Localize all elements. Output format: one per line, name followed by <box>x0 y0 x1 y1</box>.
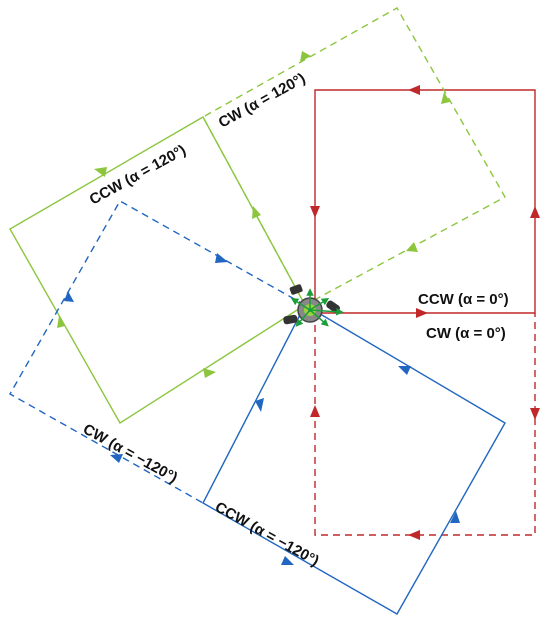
red-ccw-path <box>314 89 536 314</box>
arrow-green-6 <box>441 92 450 104</box>
blue-ccw-path <box>202 304 506 615</box>
label-red-cw: CW (α = 0°) <box>426 325 506 342</box>
three-wheeled-omni-robot-icon <box>283 284 344 327</box>
label-blue-cw: CW (α = −120°) <box>80 421 180 487</box>
arrow-red-2 <box>530 206 540 218</box>
green-cw-path <box>202 7 506 306</box>
arrow-blue-6 <box>450 511 460 523</box>
arrow-blue-4 <box>255 398 264 412</box>
arrow-green-3 <box>57 316 65 328</box>
arrow-blue-5 <box>398 366 411 375</box>
arrow-red-4 <box>310 206 320 218</box>
arrow-red-6 <box>408 530 420 540</box>
label-blue-ccw: CCW (α = −120°) <box>212 499 322 570</box>
arrow-red-7 <box>530 408 540 420</box>
arrow-blue-1 <box>215 253 228 263</box>
label-red-ccw: CCW (α = 0°) <box>418 291 509 308</box>
arrow-red-5 <box>310 405 320 417</box>
arrow-green-4 <box>203 368 216 378</box>
arrow-green-5 <box>300 51 311 62</box>
arrow-blue-2 <box>64 291 74 302</box>
arrow-red-3 <box>408 85 420 95</box>
arrow-blue-7 <box>281 556 294 565</box>
label-green-cw: CW (α = 120°) <box>216 70 309 132</box>
arrow-green-2 <box>94 167 107 177</box>
blue-cw-path <box>9 200 306 504</box>
arrow-red-1 <box>416 308 428 318</box>
arrow-green-7 <box>406 242 418 252</box>
red-cw-path <box>314 313 536 536</box>
green-ccw-path <box>9 116 306 424</box>
arrow-blue-3 <box>110 454 123 463</box>
direction-arrows <box>57 51 540 565</box>
arrow-green-1 <box>252 206 261 219</box>
